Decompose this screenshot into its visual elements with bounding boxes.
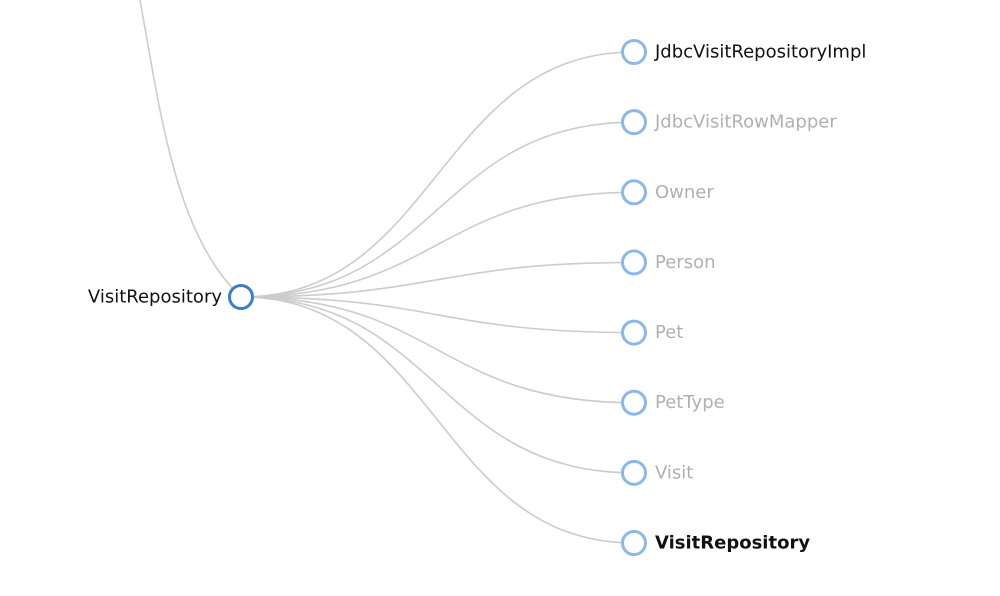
child-node-circle[interactable]	[621, 530, 647, 556]
child-node-label[interactable]: JdbcVisitRowMapper	[654, 112, 837, 133]
child-node[interactable]: Pet	[621, 319, 684, 346]
links-layer	[139, 0, 635, 544]
root-node-label[interactable]: VisitRepository	[88, 287, 222, 308]
child-link	[240, 296, 635, 474]
child-link	[240, 51, 635, 298]
child-link	[240, 261, 635, 298]
child-node[interactable]: VisitRepository	[621, 530, 811, 556]
parent-link	[139, 0, 242, 298]
child-node-label[interactable]: Visit	[655, 462, 693, 483]
child-node-label[interactable]: Owner	[655, 182, 714, 203]
child-node-circle[interactable]	[621, 109, 647, 136]
child-node-label[interactable]: PetType	[655, 392, 725, 413]
child-node[interactable]: Owner	[621, 179, 715, 206]
child-node[interactable]: PetType	[621, 389, 725, 416]
child-node-label[interactable]: Person	[655, 252, 716, 273]
child-link	[240, 191, 635, 298]
child-node[interactable]: Person	[621, 249, 716, 276]
child-node-label[interactable]: VisitRepository	[655, 533, 810, 554]
child-link	[240, 296, 635, 334]
root-node-circle[interactable]	[228, 284, 254, 310]
child-node-label[interactable]: JdbcVisitRepositoryImpl	[654, 42, 866, 63]
child-link	[240, 121, 635, 298]
child-node-circle[interactable]	[621, 179, 647, 206]
child-node-circle[interactable]	[621, 459, 647, 486]
child-link	[240, 296, 635, 544]
child-node[interactable]: Visit	[621, 459, 694, 486]
child-node[interactable]: JdbcVisitRowMapper	[621, 109, 838, 136]
child-node-circle[interactable]	[621, 39, 647, 65]
child-link	[240, 296, 635, 404]
root-node[interactable]: VisitRepository	[88, 284, 254, 310]
nodes-layer: VisitRepository JdbcVisitRepositoryImplJ…	[88, 39, 867, 556]
child-node-circle[interactable]	[621, 319, 647, 346]
child-node-circle[interactable]	[621, 389, 647, 416]
child-node-circle[interactable]	[621, 249, 647, 276]
child-node[interactable]: JdbcVisitRepositoryImpl	[621, 39, 867, 65]
child-node-label[interactable]: Pet	[655, 322, 683, 343]
